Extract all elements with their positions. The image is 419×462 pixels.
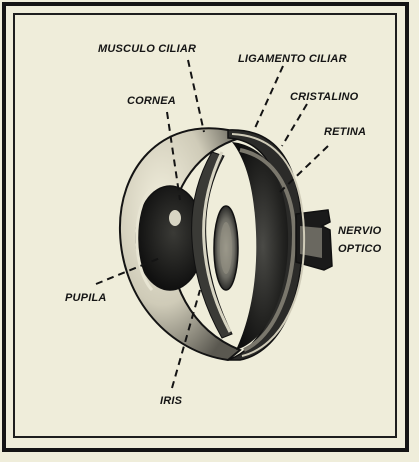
lens-core <box>220 222 232 274</box>
label-cristalino: CRISTALINO <box>290 91 358 103</box>
label-pupila: PUPILA <box>65 292 107 304</box>
label-optico: OPTICO <box>338 243 381 255</box>
label-nervio: NERVIO <box>338 225 381 237</box>
label-musculo-ciliar: MUSCULO CILIAR <box>98 43 196 55</box>
leader-ligamento-ciliar <box>255 66 283 128</box>
cornea-highlight <box>169 210 181 226</box>
leader-musculo-ciliar <box>188 60 204 132</box>
label-retina: RETINA <box>324 126 366 138</box>
leader-cristalino <box>282 104 307 146</box>
label-ligamento-ciliar: LIGAMENTO CILIAR <box>238 53 347 65</box>
label-cornea: CORNEA <box>127 95 176 107</box>
label-iris: IRIS <box>160 395 182 407</box>
